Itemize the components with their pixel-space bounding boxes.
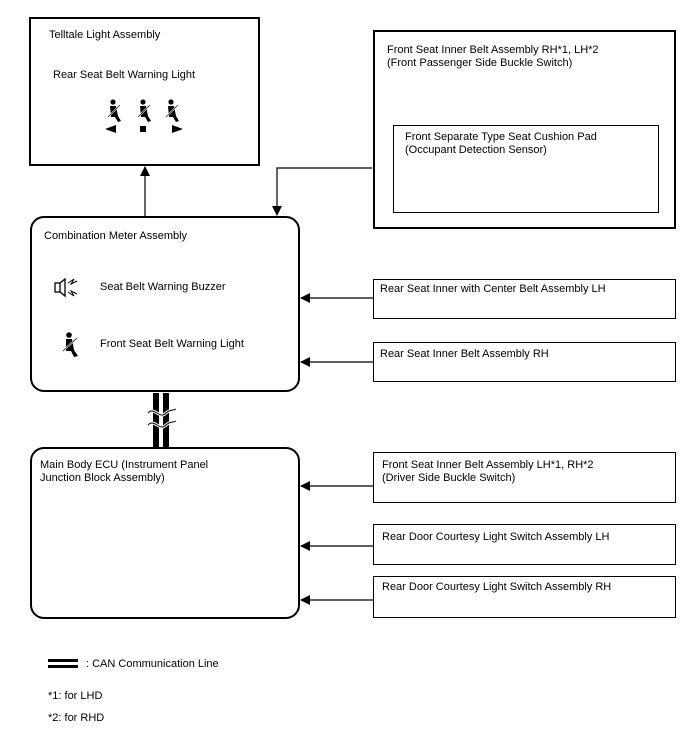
front-passenger-belt-assembly-box: Front Seat Inner Belt Assembly RH*1, LH*… [373, 30, 676, 229]
center-square-icon [140, 126, 146, 132]
seatbelt-person-icon [165, 99, 179, 122]
occupant-detection-sensor-box: Front Separate Type Seat Cushion Pad (Oc… [393, 125, 659, 213]
combination-meter-title: Combination Meter Assembly [44, 230, 188, 242]
seatbelt-person-icon [107, 99, 121, 122]
rear-seat-belt-warning-light-indicators [105, 99, 183, 133]
rear-door-courtesy-switch-rh-label: Rear Door Courtesy Light Switch Assembly… [382, 581, 612, 593]
occupant-detection-sensor-title: Front Separate Type Seat Cushion Pad (Oc… [405, 131, 597, 156]
rear-seat-belt-rh-label: Rear Seat Inner Belt Assembly RH [380, 348, 549, 360]
note-rhd: *2: for RHD [48, 712, 105, 724]
can-line-legend-label: : CAN Communication Line [86, 658, 219, 670]
front-seat-belt-warning-light-label: Front Seat Belt Warning Light [100, 338, 244, 350]
seat-belt-warning-buzzer-label: Seat Belt Warning Buzzer [100, 281, 226, 293]
rear-seat-belt-rh-box: Rear Seat Inner Belt Assembly RH [373, 342, 676, 382]
telltale-title: Telltale Light Assembly [49, 29, 161, 41]
note-lhd: *1: for LHD [48, 690, 103, 702]
rear-door-courtesy-switch-rh-box: Rear Door Courtesy Light Switch Assembly… [373, 576, 676, 618]
rear-door-courtesy-switch-lh-label: Rear Door Courtesy Light Switch Assembly… [382, 531, 610, 543]
rear-seat-center-belt-lh-box: Rear Seat Inner with Center Belt Assembl… [373, 279, 676, 319]
driver-buckle-switch-label: Front Seat Inner Belt Assembly LH*1, RH*… [382, 459, 594, 484]
can-line-legend-symbol [48, 659, 78, 668]
driver-buckle-switch-box: Front Seat Inner Belt Assembly LH*1, RH*… [373, 452, 676, 503]
seatbelt-person-icon [137, 99, 151, 122]
rear-seat-belt-warning-light-label: Rear Seat Belt Warning Light [53, 69, 196, 81]
left-triangle-icon [105, 125, 116, 133]
main-body-ecu-box: Main Body ECU (Instrument Panel Junction… [30, 447, 300, 619]
buzzer-speaker-icon [54, 278, 78, 298]
passenger-to-meter-arrow [272, 167, 372, 216]
front-passenger-belt-assembly-title: Front Seat Inner Belt Assembly RH*1, LH*… [387, 44, 599, 69]
combination-meter-assembly-box: Combination Meter Assembly Seat Belt War… [30, 216, 300, 392]
rear-seat-center-belt-lh-label: Rear Seat Inner with Center Belt Assembl… [380, 283, 606, 295]
can-bus-line [146, 393, 177, 447]
rear-door-courtesy-switch-lh-box: Rear Door Courtesy Light Switch Assembly… [373, 524, 676, 565]
telltale-light-assembly-box: Telltale Light Assembly Rear Seat Belt W… [29, 17, 260, 166]
seatbelt-person-icon [62, 332, 78, 357]
main-body-ecu-title: Main Body ECU (Instrument Panel Junction… [40, 459, 209, 484]
right-triangle-icon [172, 125, 183, 133]
